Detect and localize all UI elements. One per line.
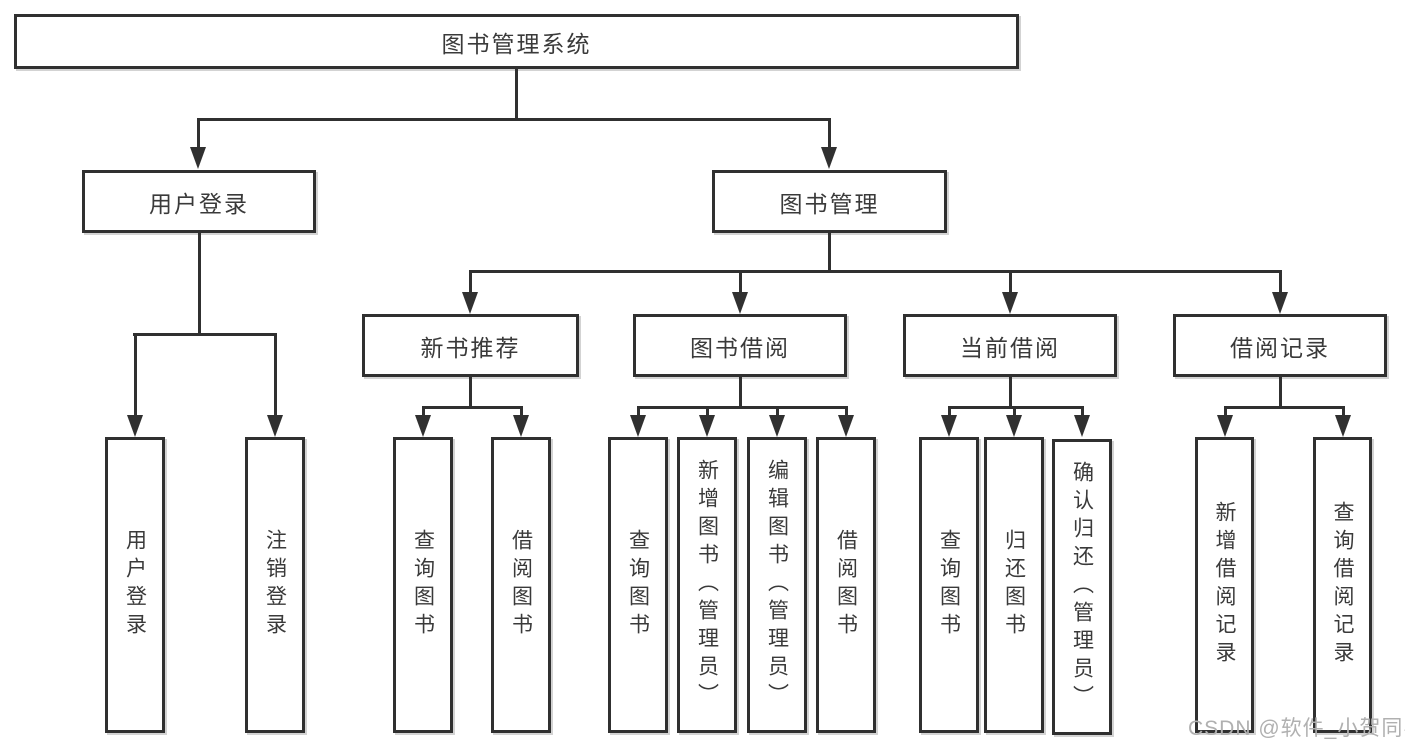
- leaf-current-query-books: 查询图书: [919, 437, 979, 733]
- leaf-label: 确认归还（管理员）: [1070, 461, 1094, 713]
- arrowhead-down-icon: [1217, 415, 1233, 437]
- connector-line: [948, 406, 951, 418]
- connector-line: [776, 406, 779, 418]
- leaf-edit-books-admin: 编辑图书（管理员）: [747, 437, 807, 733]
- node-book-borrowing: 图书借阅: [633, 314, 847, 377]
- arrowhead-down-icon: [1006, 415, 1022, 437]
- arrowhead-down-icon: [1272, 292, 1288, 314]
- leaf-add-books-admin: 新增图书（管理员）: [677, 437, 737, 733]
- node-new-book-recommendation: 新书推荐: [362, 314, 579, 377]
- leaf-logout: 注销登录: [245, 437, 305, 733]
- arrowhead-down-icon: [838, 415, 854, 437]
- node-current-borrowing: 当前借阅: [903, 314, 1117, 377]
- node-label: 图书管理系统: [441, 30, 592, 57]
- connector-line: [1224, 406, 1227, 418]
- arrowhead-down-icon: [941, 415, 957, 437]
- leaf-return-books: 归还图书: [984, 437, 1044, 733]
- leaf-add-borrow-record: 新增借阅记录: [1195, 437, 1254, 733]
- connector-line: [1081, 406, 1084, 418]
- connector-line: [197, 118, 200, 150]
- connector-line: [422, 406, 425, 418]
- leaf-label: 新增图书（管理员）: [695, 459, 719, 711]
- connector-line: [1279, 377, 1282, 408]
- connector-line: [1009, 270, 1012, 295]
- leaf-borrow-books: 借阅图书: [816, 437, 876, 733]
- connector-line: [1342, 406, 1345, 418]
- connector-line: [469, 377, 472, 408]
- node-label: 用户登录: [149, 190, 249, 217]
- connector-line: [198, 233, 201, 335]
- arrowhead-down-icon: [1074, 415, 1090, 437]
- connector-line: [1224, 406, 1345, 409]
- leaf-label: 借阅图书: [834, 529, 858, 641]
- connector-line: [197, 118, 831, 121]
- node-borrowing-records: 借阅记录: [1173, 314, 1387, 377]
- connector-line: [274, 333, 277, 417]
- arrowhead-down-icon: [462, 292, 478, 314]
- arrowhead-down-icon: [415, 415, 431, 437]
- arrowhead-down-icon: [732, 292, 748, 314]
- connector-line: [739, 377, 742, 408]
- leaf-user-login: 用户登录: [105, 437, 165, 733]
- connector-line: [706, 406, 709, 418]
- leaf-label: 查询借阅记录: [1331, 501, 1354, 669]
- arrowhead-down-icon: [630, 415, 646, 437]
- leaf-label: 查询图书: [626, 529, 650, 641]
- connector-line: [739, 270, 742, 295]
- connector-line: [515, 69, 518, 119]
- connector-line: [637, 406, 848, 409]
- arrowhead-down-icon: [513, 415, 529, 437]
- leaf-recommend-query-books: 查询图书: [393, 437, 453, 733]
- node-book-management: 图书管理: [712, 170, 947, 233]
- connector-line: [469, 270, 472, 295]
- connector-line: [828, 118, 831, 150]
- leaf-label: 借阅图书: [509, 529, 533, 641]
- arrowhead-down-icon: [1335, 415, 1351, 437]
- arrowhead-down-icon: [127, 415, 143, 437]
- connector-line: [845, 406, 848, 418]
- connector-line: [1013, 406, 1016, 418]
- leaf-query-borrow-record: 查询借阅记录: [1313, 437, 1372, 733]
- arrowhead-down-icon: [769, 415, 785, 437]
- leaf-borrow-query-books: 查询图书: [608, 437, 668, 733]
- leaf-recommend-borrow-books: 借阅图书: [491, 437, 551, 733]
- connector-line: [948, 406, 1084, 409]
- node-label: 当前借阅: [960, 334, 1060, 361]
- connector-line: [1009, 377, 1012, 408]
- arrowhead-down-icon: [1002, 292, 1018, 314]
- node-label: 图书管理: [779, 190, 880, 217]
- leaf-label: 查询图书: [937, 529, 961, 641]
- connector-line: [134, 333, 137, 417]
- leaf-label: 归还图书: [1002, 529, 1026, 641]
- connector-line: [422, 406, 523, 409]
- connector-line: [469, 270, 1282, 273]
- leaf-label: 注销登录: [263, 529, 287, 641]
- leaf-label: 用户登录: [123, 529, 147, 641]
- connector-line: [637, 406, 640, 418]
- leaf-label: 编辑图书（管理员）: [765, 459, 789, 711]
- node-label: 借阅记录: [1230, 334, 1330, 361]
- leaf-label: 新增借阅记录: [1213, 501, 1236, 669]
- connector-line: [828, 233, 831, 272]
- node-label: 新书推荐: [420, 334, 521, 361]
- watermark: CSDN @软件_小贺同学: [1188, 717, 1405, 740]
- connector-line: [1279, 270, 1282, 295]
- connector-line: [520, 406, 523, 418]
- connector-line: [133, 333, 277, 336]
- arrowhead-down-icon: [190, 147, 206, 169]
- node-label: 图书借阅: [690, 334, 790, 361]
- arrowhead-down-icon: [267, 415, 283, 437]
- leaf-label: 查询图书: [411, 529, 435, 641]
- node-user-login: 用户登录: [82, 170, 316, 233]
- arrowhead-down-icon: [821, 147, 837, 169]
- arrowhead-down-icon: [699, 415, 715, 437]
- node-library-management-system: 图书管理系统: [14, 14, 1019, 69]
- leaf-confirm-return-admin: 确认归还（管理员）: [1052, 439, 1112, 735]
